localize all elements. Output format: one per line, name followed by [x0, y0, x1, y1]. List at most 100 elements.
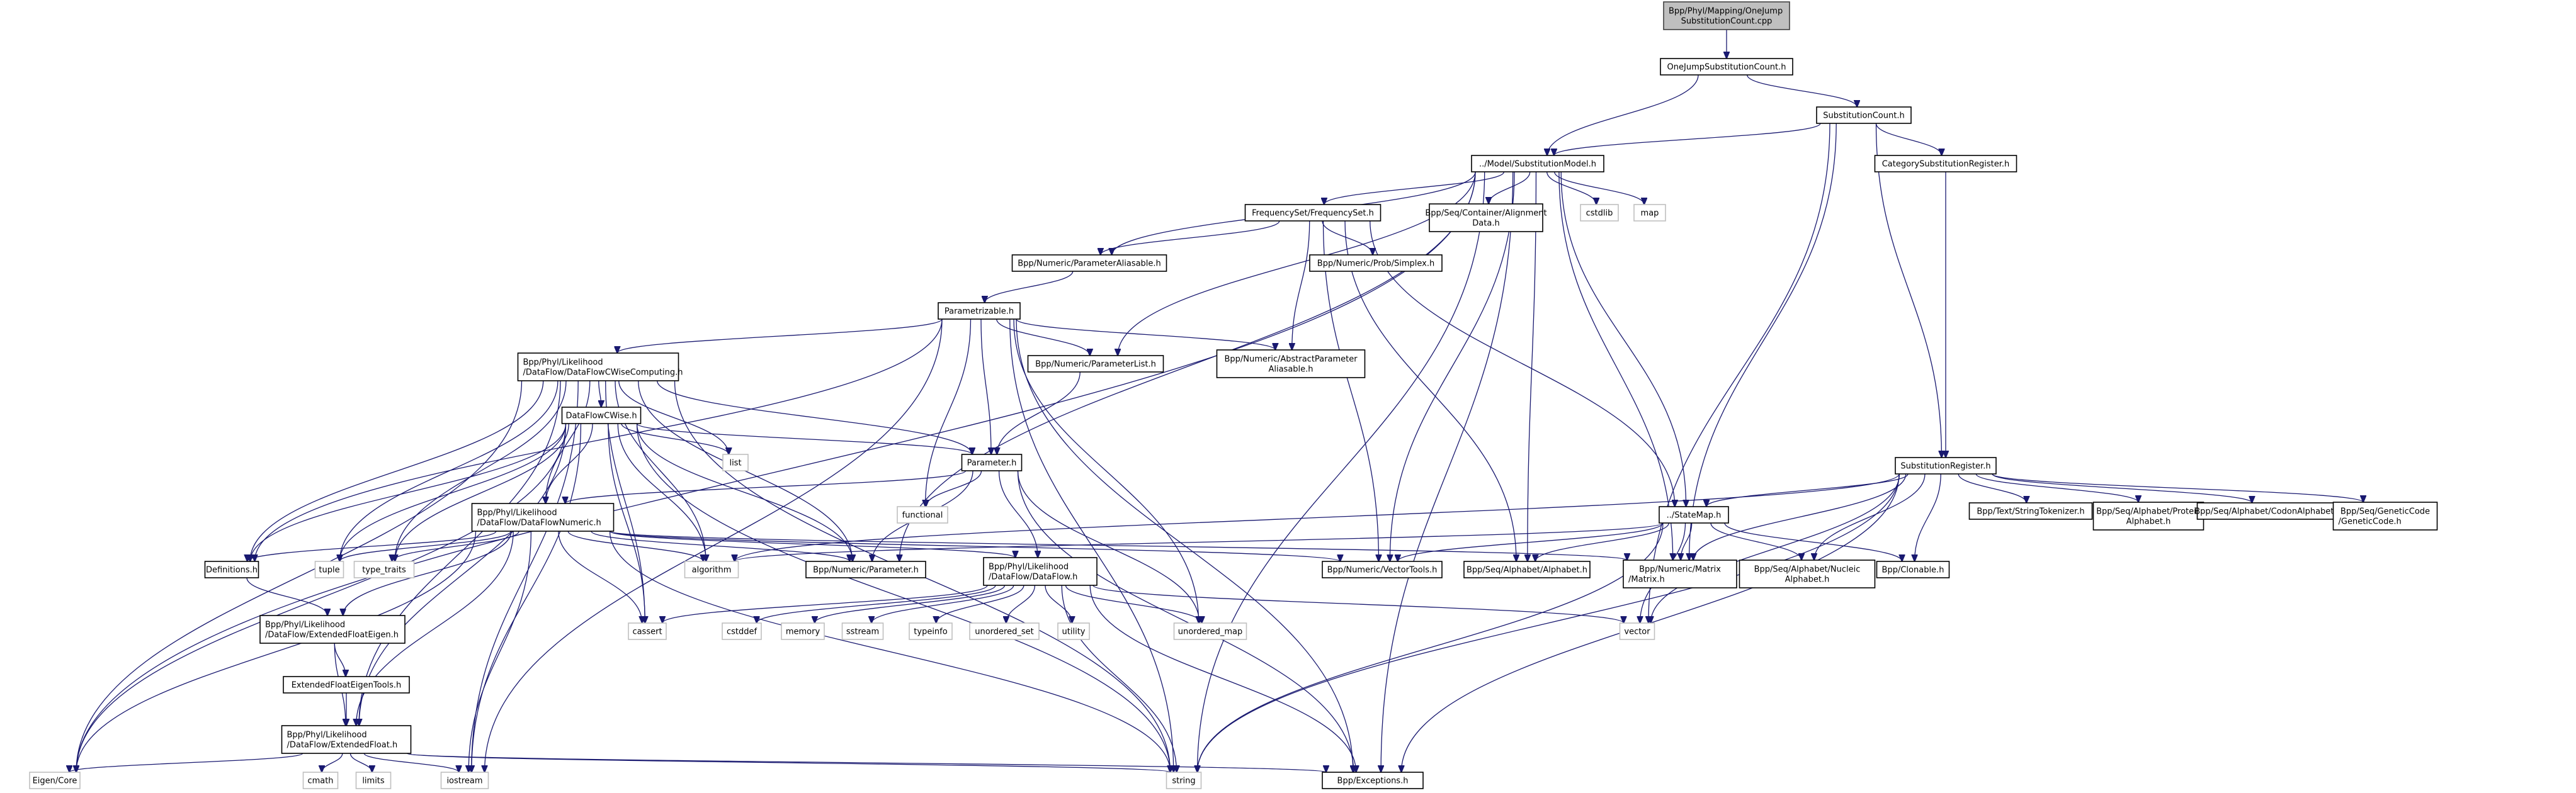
- node-exceptions-h[interactable]: Bpp/Exceptions.h: [1322, 772, 1424, 789]
- edge-dfcwc-h-to-dfcw-h: [599, 380, 601, 407]
- node-box: [314, 561, 344, 578]
- edge-dfcwc-h-to-type-traits: [395, 380, 567, 561]
- node-label: type_traits: [362, 566, 406, 575]
- node-bnparam-h[interactable]: Bpp/Numeric/Parameter.h: [805, 561, 926, 578]
- node-label: Bpp/Seq/Alphabet/Alphabet.h: [1467, 566, 1587, 575]
- node-typeinfo[interactable]: typeinfo: [909, 622, 953, 640]
- node-ef-h[interactable]: Bpp/Phyl/Likelihood/DataFlow/ExtendedFlo…: [281, 725, 412, 754]
- edge-param-izable-to-plist-h: [996, 318, 1090, 356]
- node-label: vector: [1624, 627, 1650, 637]
- edge-sm-h-to-exceptions-h: [1381, 171, 1514, 772]
- node-defs-h[interactable]: Definitions.h: [204, 561, 259, 578]
- edge-sm-h-to-bnparam-h: [899, 171, 1476, 561]
- node-box: [517, 352, 679, 381]
- edge-ojsc-h-to-sm-h: [1547, 74, 1699, 155]
- node-matrix-h[interactable]: Bpp/Numeric/Matrix/Matrix.h: [1623, 560, 1737, 588]
- node-algorithm[interactable]: algorithm: [684, 561, 739, 578]
- node-clonable-h[interactable]: Bpp/Clonable.h: [1876, 561, 1950, 578]
- node-sstream[interactable]: sstream: [841, 622, 884, 640]
- node-box: [1874, 155, 2017, 172]
- node-utility[interactable]: utility: [1057, 622, 1090, 640]
- node-iostream[interactable]: iostream: [440, 772, 489, 789]
- edge-sc-h-to-sr-h: [1875, 123, 1942, 458]
- node-strtok-h[interactable]: Bpp/Text/StringTokenizer.h: [1968, 502, 2093, 520]
- node-map[interactable]: map: [1633, 204, 1666, 222]
- node-parameter-h[interactable]: Parameter.h: [961, 454, 1023, 471]
- node-statemap-h[interactable]: ../StateMap.h: [1659, 506, 1729, 524]
- edge-sc-h-to-sm-h: [1554, 123, 1821, 155]
- node-label: /DataFlow/DataFlowNumeric.h: [477, 519, 601, 528]
- node-efe-h[interactable]: Bpp/Phyl/Likelihood/DataFlow/ExtendedFlo…: [259, 615, 406, 644]
- node-csr-h[interactable]: CategorySubstitutionRegister.h: [1874, 155, 2017, 172]
- node-label: Parametrizable.h: [945, 307, 1014, 317]
- node-label: cassert: [632, 627, 662, 637]
- edge-dataflow-h-to-utility: [1045, 585, 1072, 623]
- edge-sr-h-to-algorithm: [735, 473, 1900, 561]
- edge-sr-h-to-proteic-h: [1975, 473, 2138, 502]
- node-string[interactable]: string: [1166, 772, 1202, 789]
- node-eigen-core[interactable]: Eigen/Core: [29, 772, 81, 789]
- edge-param-izable-to-apa-h: [1016, 318, 1275, 350]
- node-dataflow-h[interactable]: Bpp/Phyl/Likelihood/DataFlow/DataFlow.h: [983, 557, 1098, 586]
- node-efet-h[interactable]: ExtendedFloatEigenTools.h: [283, 676, 410, 694]
- node-pa-h[interactable]: Bpp/Numeric/ParameterAliasable.h: [1011, 254, 1167, 272]
- node-plist-h[interactable]: Bpp/Numeric/ParameterList.h: [1027, 355, 1164, 373]
- node-label: Bpp/Text/StringTokenizer.h: [1977, 507, 2084, 517]
- node-box: [1173, 622, 1247, 640]
- node-box: [1619, 622, 1655, 640]
- node-box: [1580, 204, 1619, 222]
- edge-sr-h-to-vector: [1651, 473, 1900, 623]
- edge-sr-h-to-codon-h: [1992, 473, 2252, 503]
- node-sm-h[interactable]: ../Model/SubstitutionModel.h: [1471, 155, 1604, 172]
- node-box: [302, 772, 339, 789]
- node-box: [983, 557, 1098, 586]
- node-list[interactable]: list: [722, 454, 749, 471]
- node-memory[interactable]: memory: [781, 622, 825, 640]
- edge-statemap-h-to-vectools-h: [1398, 522, 1664, 561]
- edge-sc-h-to-matrix-h: [1689, 123, 1837, 560]
- node-param-izable[interactable]: Parametrizable.h: [938, 302, 1021, 320]
- node-fs-h[interactable]: FrequencySet/FrequencySet.h: [1244, 204, 1382, 222]
- edge-defs-h-to-efe-h: [246, 577, 327, 616]
- node-sr-h[interactable]: SubstitutionRegister.h: [1895, 457, 1997, 475]
- node-dfcwc-h[interactable]: Bpp/Phyl/Likelihood/DataFlow/DataFlowCWi…: [517, 352, 683, 381]
- edge-sm-h-to-map: [1554, 171, 1644, 205]
- edge-dfcw-h-to-string: [636, 423, 1171, 772]
- node-simplex-h[interactable]: Bpp/Numeric/Prob/Simplex.h: [1309, 254, 1443, 272]
- edge-sr-h-to-string: [1198, 473, 1900, 772]
- node-cstdlib[interactable]: cstdlib: [1580, 204, 1619, 222]
- node-gcode-h[interactable]: Bpp/Seq/GeneticCode/GeneticCode.h: [2332, 502, 2438, 531]
- node-cmath[interactable]: cmath: [302, 772, 339, 789]
- node-alphabet-h[interactable]: Bpp/Seq/Alphabet/Alphabet.h: [1463, 561, 1591, 578]
- node-cstddef[interactable]: cstddef: [722, 622, 762, 640]
- node-root[interactable]: Bpp/Phyl/Mapping/OneJumpSubstitutionCoun…: [1663, 1, 1790, 30]
- node-box: [684, 561, 739, 578]
- node-box: [355, 772, 392, 789]
- node-label: /DataFlow/ExtendedFloatEigen.h: [265, 631, 399, 640]
- node-vector[interactable]: vector: [1619, 622, 1655, 640]
- edge-ef-h-to-cmath: [322, 753, 343, 772]
- edge-fs-h-to-alphabet-h: [1344, 220, 1516, 561]
- node-vectools-h[interactable]: Bpp/Numeric/VectorTools.h: [1322, 561, 1443, 578]
- node-cassert[interactable]: cassert: [628, 622, 667, 640]
- node-functional[interactable]: functional: [897, 506, 948, 524]
- node-tuple[interactable]: tuple: [314, 561, 344, 578]
- node-label: Bpp/Phyl/Likelihood: [989, 563, 1069, 572]
- node-limits[interactable]: limits: [355, 772, 392, 789]
- node-ojsc-h[interactable]: OneJumpSubstitutionCount.h: [1660, 58, 1793, 76]
- node-dfn-h[interactable]: Bpp/Phyl/Likelihood/DataFlow/DataFlowNum…: [471, 503, 615, 532]
- node-type-traits[interactable]: type_traits: [353, 561, 415, 578]
- node-sc-h[interactable]: SubstitutionCount.h: [1816, 106, 1912, 124]
- node-unordered-set[interactable]: unordered_set: [969, 622, 1040, 640]
- node-label: DataFlowCWise.h: [565, 412, 637, 421]
- edge-dfcw-h-to-list: [621, 423, 729, 454]
- edge-statemap-h-to-algorithm: [735, 522, 1664, 561]
- node-unordered-map[interactable]: unordered_map: [1173, 622, 1247, 640]
- node-codon-h[interactable]: Bpp/Seq/Alphabet/CodonAlphabet.h: [2194, 502, 2342, 520]
- node-dfcw-h[interactable]: DataFlowCWise.h: [561, 407, 642, 424]
